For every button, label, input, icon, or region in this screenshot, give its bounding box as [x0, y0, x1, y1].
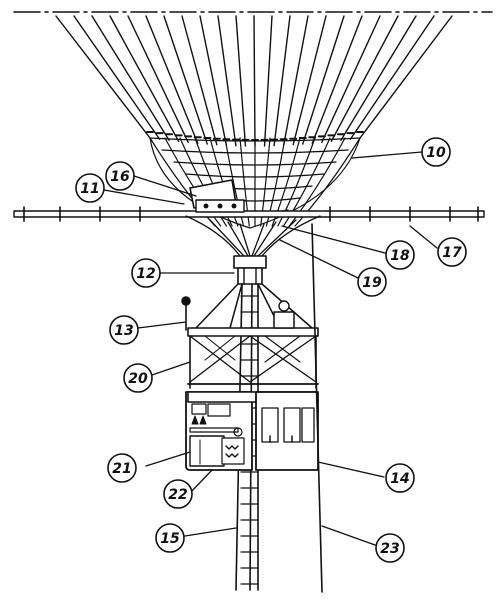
load-ring [233, 255, 267, 285]
callout-circle-16 [105, 161, 135, 191]
callout-circle-12 [131, 258, 161, 288]
callout-label-17: 17 [442, 245, 462, 261]
callout-circle-15 [155, 523, 185, 553]
callout-label-22: 22 [168, 487, 187, 503]
callout-circle-23 [375, 533, 405, 563]
callout-label-19: 19 [362, 275, 382, 291]
callout-label-18: 18 [390, 248, 410, 264]
callout-label-23: 23 [380, 541, 399, 557]
callout-label-20: 20 [128, 371, 148, 387]
ground-rope [311, 223, 323, 593]
suspension-funnel [185, 215, 321, 257]
callout-circle-10 [421, 137, 451, 167]
callout-labels: 10 11 12 13 14 15 16 17 18 19 20 21 22 23 [75, 137, 467, 563]
callout-label-14: 14 [390, 471, 409, 487]
callout-circle-13 [109, 315, 139, 345]
callout-label-13: 13 [114, 323, 133, 339]
callout-circle-20 [123, 363, 153, 393]
top-tank [273, 300, 295, 329]
left-mast [181, 296, 191, 331]
cabin [255, 391, 319, 471]
leader-lines [103, 151, 438, 546]
callout-label-11: 11 [80, 181, 99, 197]
callout-label-10: 10 [426, 145, 446, 161]
ring-boom [13, 206, 485, 222]
callout-label-16: 16 [110, 169, 130, 185]
callout-circle-22 [163, 479, 193, 509]
callout-circle-17 [437, 237, 467, 267]
gondola-body [185, 391, 317, 471]
envelope-rigging [55, 15, 453, 147]
callout-circle-21 [107, 453, 137, 483]
gondola-frame [187, 327, 319, 389]
callout-circle-19 [357, 267, 387, 297]
instrument-box [189, 179, 245, 213]
callout-label-21: 21 [112, 461, 131, 477]
callout-circle-14 [385, 463, 415, 493]
callout-circle-11 [75, 173, 105, 203]
callout-label-15: 15 [160, 531, 180, 547]
callout-label-12: 12 [136, 266, 155, 282]
callout-circle-18 [385, 240, 415, 270]
